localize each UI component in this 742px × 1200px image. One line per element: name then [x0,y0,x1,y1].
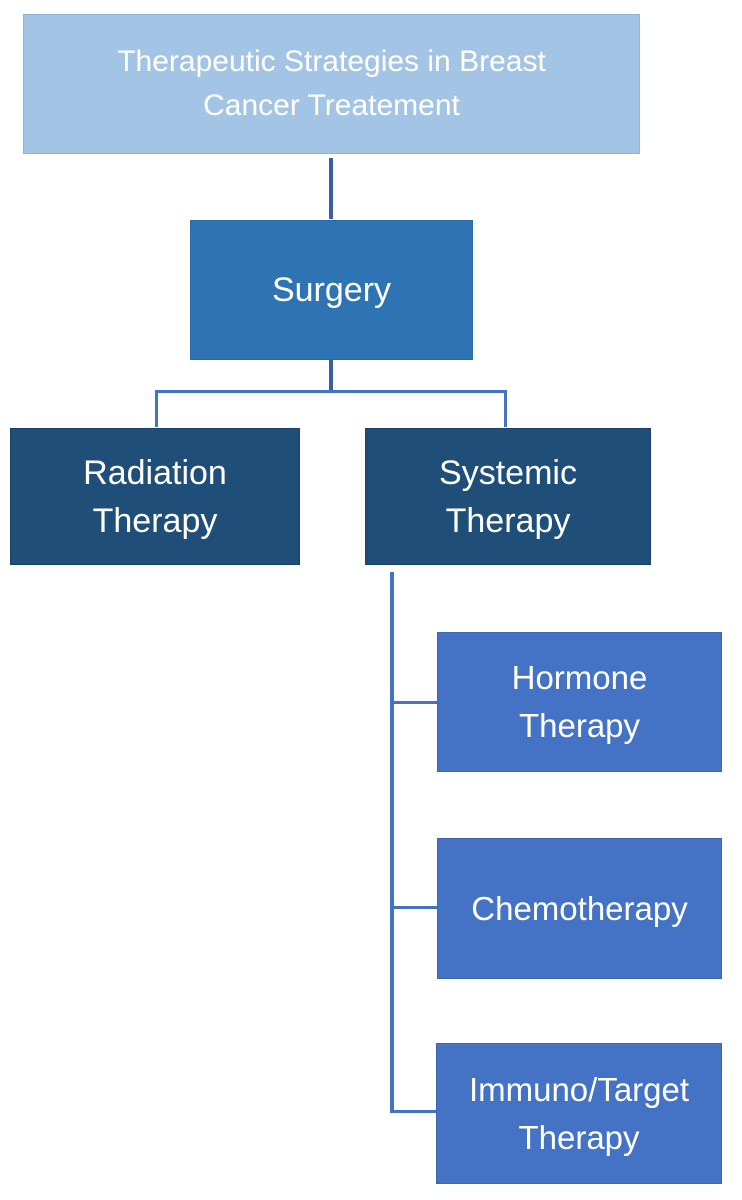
node-chemotherapy: Chemotherapy [437,838,722,979]
connector-branch-horizontal [155,390,507,393]
node-immuno-line1: Immuno/Target [468,1070,690,1108]
node-immuno-line2: Therapy [518,1118,640,1156]
node-radiation-line2: Therapy [92,501,218,540]
connector-root-surgery [329,158,333,219]
node-surgery-label: Surgery [271,271,392,309]
node-systemic-line2: Therapy [445,501,571,540]
node-root-line2: Cancer Treatement [203,89,460,122]
connector-stub-immuno [390,1110,437,1113]
node-hormone-line1: Hormone [511,659,648,696]
node-systemic-therapy: Systemic Therapy [365,428,651,565]
node-hormone-line2: Therapy [518,707,641,744]
connector-systemic-down [390,572,394,1113]
node-root-title: Therapeutic Strategies in Breast Cancer … [23,14,640,154]
connector-branch-right-drop [504,390,507,427]
node-radiation-therapy: Radiation Therapy [10,428,300,565]
connector-stub-hormone [393,701,437,704]
connector-stub-chemotherapy [393,906,437,909]
connector-branch-left-drop [155,390,158,427]
node-root-line1: Therapeutic Strategies in Breast [117,45,546,78]
connector-surgery-down [329,360,333,392]
node-immuno-target-therapy: Immuno/Target Therapy [436,1043,722,1184]
node-surgery: Surgery [190,220,473,360]
node-systemic-line1: Systemic [439,453,577,492]
node-radiation-line1: Radiation [83,453,227,492]
node-hormone-therapy: Hormone Therapy [437,632,722,772]
node-chemotherapy-label: Chemotherapy [471,889,688,927]
